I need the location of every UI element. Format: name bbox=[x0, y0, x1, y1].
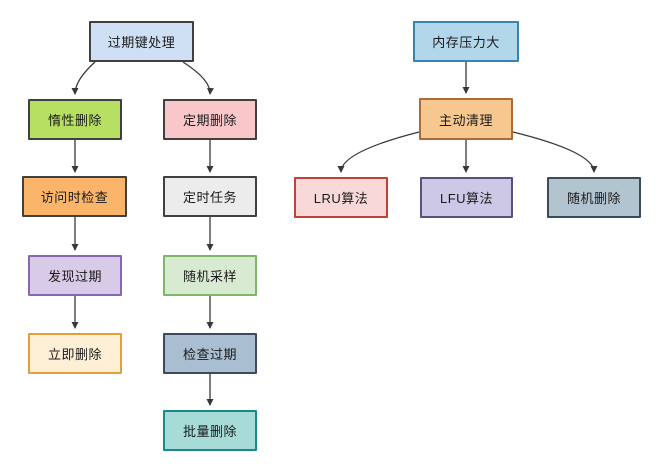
node-expired-key-handling: 过期键处理 bbox=[89, 21, 194, 62]
node-delete-immediately: 立即删除 bbox=[28, 333, 122, 374]
node-label: 批量删除 bbox=[182, 424, 237, 439]
node-memory-pressure: 内存压力大 bbox=[413, 21, 519, 62]
edge-expired-key-handling-to-lazy-delete bbox=[71, 61, 96, 95]
node-label: 内存压力大 bbox=[432, 35, 500, 50]
node-label: 发现过期 bbox=[47, 269, 102, 284]
node-lru-algorithm: LRU算法 bbox=[294, 177, 388, 218]
node-label: LRU算法 bbox=[313, 191, 369, 206]
node-label: 主动清理 bbox=[438, 112, 493, 128]
node-label: 访问时检查 bbox=[40, 190, 109, 205]
node-label: LFU算法 bbox=[439, 191, 494, 206]
node-batch-delete: 批量删除 bbox=[163, 410, 257, 451]
node-label: 惰性删除 bbox=[47, 113, 102, 128]
node-scheduled-task: 定时任务 bbox=[163, 176, 257, 217]
node-label: 定期删除 bbox=[182, 113, 237, 128]
node-label: 检查过期 bbox=[182, 347, 237, 362]
node-label: 过期键处理 bbox=[107, 35, 176, 50]
edge-expired-key-handling-to-periodic-delete bbox=[182, 61, 214, 95]
node-label: 随机删除 bbox=[566, 191, 621, 206]
node-label: 定时任务 bbox=[182, 190, 237, 205]
edge-active-cleanup-to-random-delete bbox=[512, 131, 598, 173]
node-label: 立即删除 bbox=[47, 347, 102, 362]
node-random-sampling: 随机采样 bbox=[163, 255, 257, 296]
edge-active-cleanup-to-lru bbox=[337, 131, 420, 173]
node-periodic-delete: 定期删除 bbox=[163, 99, 257, 140]
node-lazy-delete: 惰性删除 bbox=[28, 99, 122, 140]
node-check-expired: 检查过期 bbox=[163, 333, 257, 374]
node-lfu-algorithm: LFU算法 bbox=[420, 177, 513, 218]
node-label: 随机采样 bbox=[182, 269, 237, 284]
node-active-cleanup: 主动清理 bbox=[419, 98, 513, 140]
node-check-on-access: 访问时检查 bbox=[22, 176, 127, 217]
node-random-delete: 随机删除 bbox=[547, 177, 641, 218]
node-found-expired: 发现过期 bbox=[28, 255, 122, 296]
